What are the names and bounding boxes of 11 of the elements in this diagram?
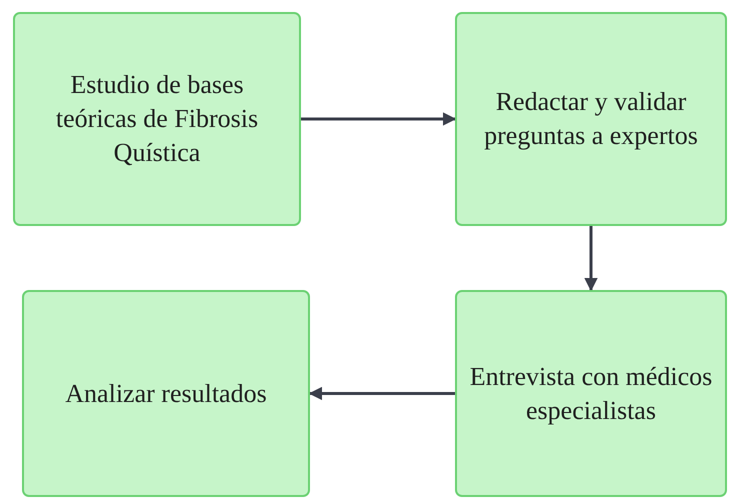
step-label: Estudio de bases teóricas de Fibrosis Quística: [54, 69, 260, 169]
process-box: [455, 12, 727, 226]
step-label: Redactar y validar preguntas a expertos: [483, 86, 699, 152]
arrow: [301, 112, 456, 126]
process-box: [455, 290, 727, 497]
step-label: Analizar resultados: [65, 378, 267, 410]
arrow: [308, 386, 455, 400]
arrow: [584, 226, 598, 292]
process-box: [22, 290, 310, 497]
step-label: Entrevista con médicos especialistas: [469, 360, 713, 426]
process-box: [13, 12, 301, 226]
